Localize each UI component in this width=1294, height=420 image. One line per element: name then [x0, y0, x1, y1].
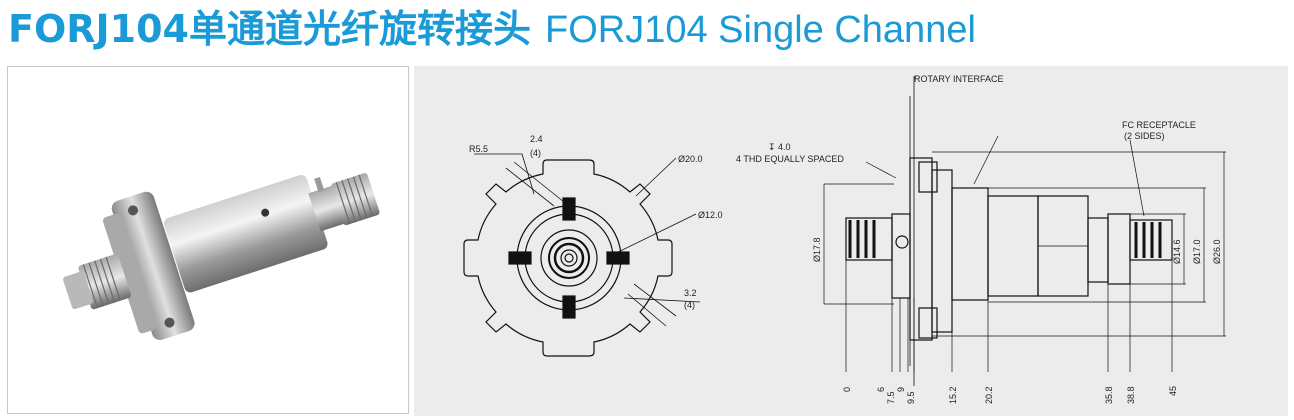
dim-20-2: 20.2 — [984, 386, 994, 404]
side-view — [823, 76, 1226, 386]
title-chinese: FORJ104单通道光纤旋转接头 — [8, 7, 531, 51]
product-photo — [63, 173, 380, 341]
d12-label: Ø12.0 — [698, 210, 723, 220]
title-english: FORJ104 Single Channel — [544, 9, 976, 51]
fc-receptacle-label: FC RECEPTACLE — [1122, 120, 1196, 130]
fc-receptacle-sides-label: (2 SIDES) — [1124, 131, 1165, 141]
r55-label: R5.5 — [469, 144, 488, 154]
front-view — [463, 153, 701, 357]
dim-9: 9 — [896, 387, 906, 392]
dim-0: 0 — [842, 387, 852, 392]
d20-label: Ø20.0 — [678, 154, 703, 164]
rotary-interface-label: ROTARY INTERFACE — [914, 74, 1004, 84]
w32-label: 3.2 — [684, 288, 697, 298]
technical-drawing: R5.5 2.4 (4) Ø20.0 Ø12.0 3.2 (4) ROTARY … — [463, 74, 1226, 404]
dim-45: 45 — [1168, 386, 1178, 396]
w24-count-label: (4) — [530, 148, 541, 158]
w24-label: 2.4 — [530, 134, 543, 144]
d260-label: Ø26.0 — [1212, 239, 1222, 264]
technical-drawing-panel: R5.5 2.4 (4) Ø20.0 Ø12.0 3.2 (4) ROTARY … — [414, 66, 1288, 416]
dim-7-5: 7.5 — [886, 391, 896, 404]
dim-15-2: 15.2 — [948, 386, 958, 404]
d170-label: Ø17.0 — [1192, 239, 1202, 264]
page-title: FORJ104单通道光纤旋转接头 FORJ104 Single Channel — [8, 2, 976, 56]
thread-note-label: 4 THD EQUALLY SPACED — [736, 154, 844, 164]
dim-38-8: 38.8 — [1126, 386, 1136, 404]
dim-35-8: 35.8 — [1104, 386, 1114, 404]
product-photo-panel — [7, 66, 409, 414]
w32-count-label: (4) — [684, 300, 695, 310]
d146-label: Ø14.6 — [1172, 239, 1182, 264]
dim-9-5: 9.5 — [906, 391, 916, 404]
thread-depth-label: ↧ 4.0 — [768, 142, 791, 152]
dim-6: 6 — [876, 387, 886, 392]
d178-label: Ø17.8 — [812, 237, 822, 262]
